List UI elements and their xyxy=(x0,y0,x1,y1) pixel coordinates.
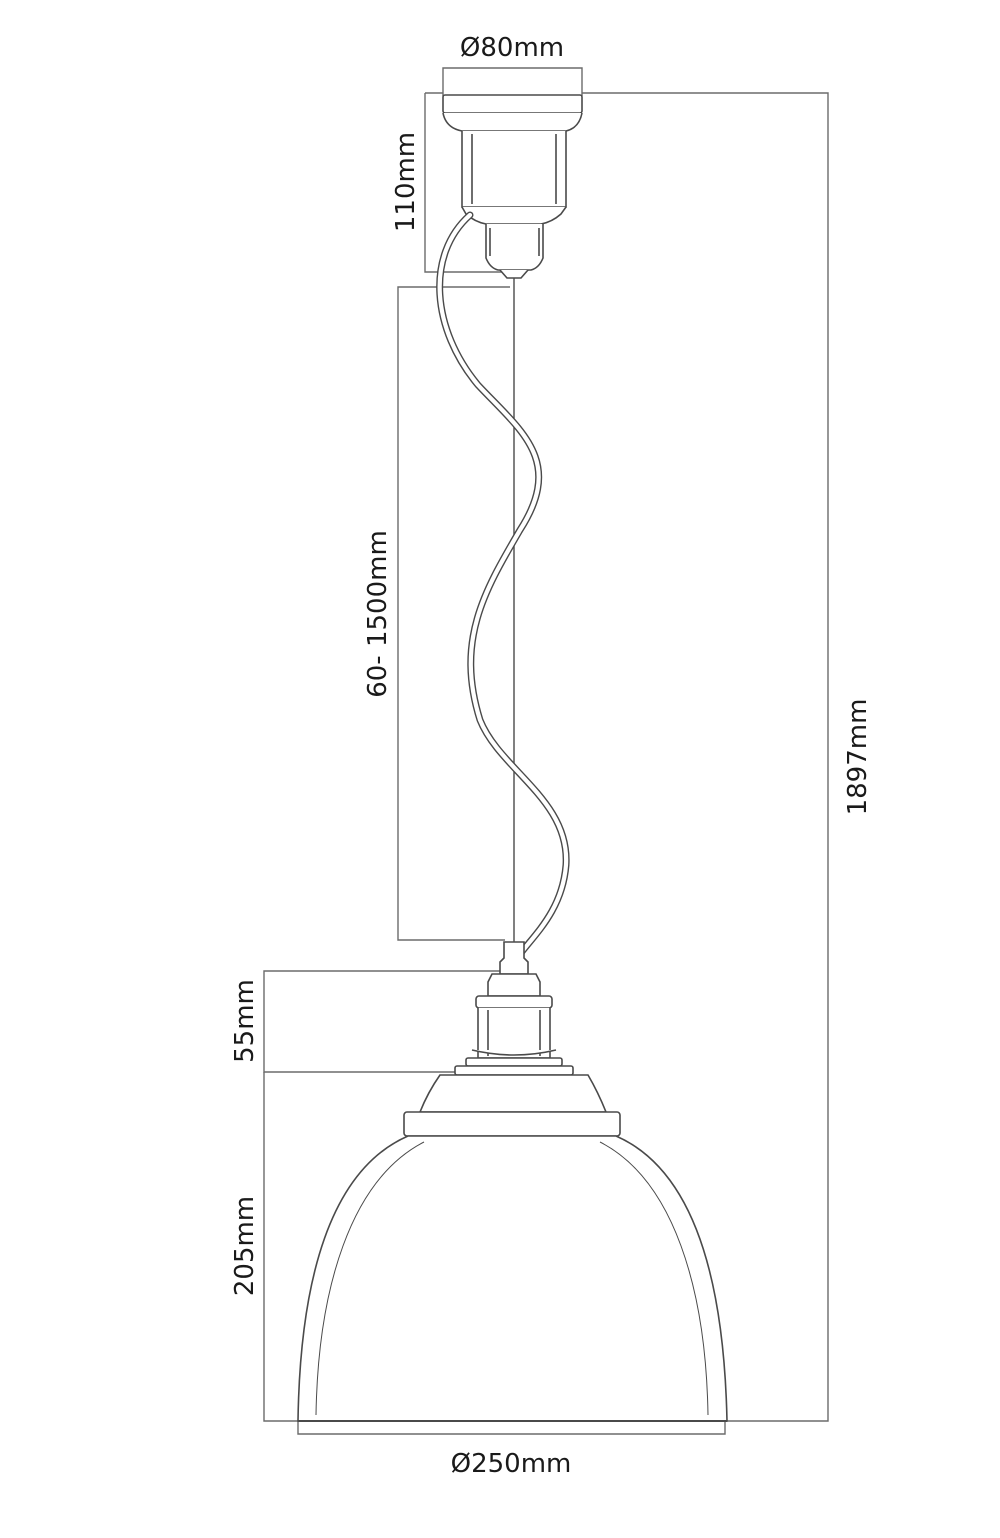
shade-collar xyxy=(403,1074,621,1137)
canopy-height-dimension-line xyxy=(424,93,505,273)
total-height-label: 1897mm xyxy=(843,699,873,816)
ceiling-canopy xyxy=(442,94,583,279)
canopy-diameter-label: Ø80mm xyxy=(460,33,564,63)
total-height-dimension-line xyxy=(582,92,829,1422)
shade-diameter-dimension-line xyxy=(297,1421,726,1435)
socket-height-label: 55mm xyxy=(230,979,260,1063)
shade-height-label: 205mm xyxy=(230,1196,260,1296)
lamp-holder xyxy=(454,941,574,1076)
cable-length-label: 60- 1500mm xyxy=(363,530,393,698)
shade-diameter-label: Ø250mm xyxy=(451,1449,572,1479)
dimension-lines xyxy=(263,67,829,1435)
lamp-outline xyxy=(297,94,728,1422)
glass-shade xyxy=(297,1135,728,1422)
socket-height-dimension-line xyxy=(263,970,510,1073)
canopy-height-label: 110mm xyxy=(391,132,421,232)
shade-height-dimension-line xyxy=(263,1072,300,1422)
power-cable xyxy=(436,211,570,964)
cable-length-dimension-line xyxy=(397,286,510,941)
canopy-diameter-dimension-line xyxy=(442,67,583,96)
